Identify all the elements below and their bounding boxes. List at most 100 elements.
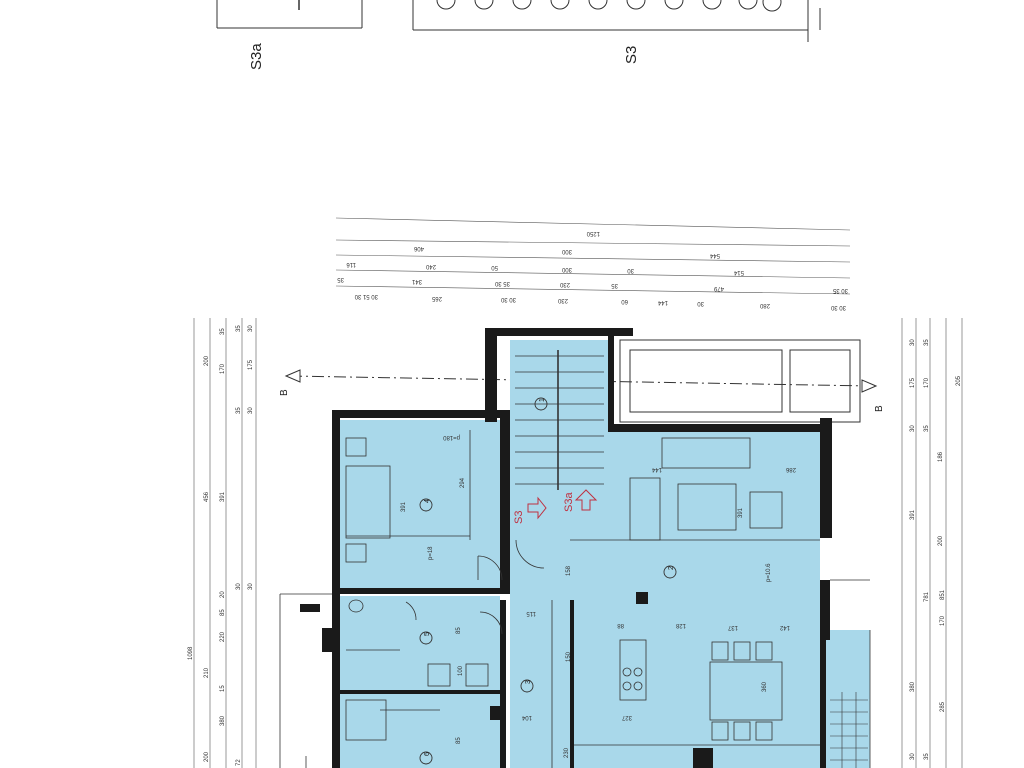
room-dim-13: 128 (675, 622, 686, 628)
right-dimension-texts: 205 851 170 285 175 170 391 186 200 781 … (910, 339, 962, 760)
section-label-b-right: B (874, 405, 885, 412)
dim-left-inner-h: 15 (220, 685, 226, 692)
dim-row4-b: 341 (411, 278, 422, 284)
interior-lines (279, 430, 871, 768)
dim-right-outer: 205 (956, 375, 962, 386)
left-dimension-chains (193, 318, 257, 768)
dim-row3-e: 30 (627, 267, 634, 273)
dim-right-edge-c: 30 (910, 425, 916, 432)
room-dim-5: 115 (526, 610, 536, 616)
dim-left-edge-d: 30 (248, 407, 254, 414)
dim-row4-d: 230 (559, 281, 570, 287)
room-fills (340, 340, 870, 768)
room-dim-17: 85 (456, 737, 462, 744)
dim-row5-b: 265 (431, 295, 442, 301)
dim-row4-a: 35 (337, 276, 344, 282)
dim-row3-a: 116 (346, 261, 356, 267)
room-dim-18: 230 (564, 747, 570, 758)
dim-left-mid-a: 456 (204, 491, 210, 502)
dim-right-inner-g: 380 (910, 681, 916, 692)
room-2-fill (570, 430, 820, 600)
dim-row3-c: 50 (491, 264, 498, 270)
dim-left-edge-h: 72 (236, 759, 242, 766)
dim-left-edge-g: 30 (248, 583, 254, 590)
room-3-fill (510, 600, 570, 768)
dim-row5-a: 30 51 30 (354, 293, 378, 299)
stair-step-circles (436, 0, 782, 12)
dim-row5-i: 30 30 (830, 304, 846, 310)
stair-treads (515, 350, 604, 490)
room-dim-0: 391 (401, 501, 407, 512)
hall-fill (510, 540, 570, 600)
dim-right-edge-d: 35 (924, 425, 930, 432)
top-dimension-chains (335, 217, 851, 295)
dim-right-inner-c: 391 (910, 509, 916, 520)
room-circle-6 (419, 751, 433, 765)
section-arrow-left (284, 369, 301, 383)
stair-arrow-down-icon (527, 496, 547, 520)
room-number-5: 5 (424, 632, 431, 636)
room-circle-4 (419, 498, 433, 512)
dim-row5-c: 30 30 (500, 296, 516, 302)
dim-right-mid-b: 170 (940, 615, 946, 626)
kitchen-fill (570, 600, 820, 768)
room-dim-2: 391 (738, 507, 744, 518)
dim-row3-f: 514 (733, 269, 744, 275)
room-4-fill (340, 420, 506, 588)
room-dim-3: 144 (651, 466, 662, 472)
room-circle-3 (520, 679, 534, 693)
room-dim-6: 158 (566, 565, 572, 576)
room-circle-5 (419, 631, 433, 645)
dim-row4-c: 35 30 (494, 280, 510, 286)
dim-row5-g: 30 (697, 300, 704, 306)
stair-section-marks: S3 S3a (513, 489, 598, 524)
right-dimension-chains (901, 318, 963, 768)
dim-row2-a: 406 (413, 245, 424, 251)
room-dim-10: 327 (621, 714, 632, 720)
dim-right-inner-d: 186 (938, 451, 944, 462)
dim-row5-f: 144 (657, 299, 668, 305)
furniture (345, 437, 783, 741)
room-number-2: 2 (668, 566, 675, 570)
room-number-texts: 1 2 3 4 5 6 (424, 398, 675, 756)
sink-right (465, 663, 489, 687)
stair-label-s3: S3 (513, 511, 525, 524)
bed-room-6 (345, 699, 387, 741)
dim-left-inner-c: 170 (220, 363, 226, 374)
room-dim-16: 104 (521, 714, 532, 720)
stair-arrow-up-icon (574, 489, 598, 511)
dim-row5-h: 280 (759, 302, 770, 308)
dim-right-edge-a: 30 (910, 339, 916, 346)
room-number-4: 4 (424, 499, 431, 503)
room-number-circles (419, 397, 677, 765)
dim-row4-e: 35 (611, 282, 618, 288)
dim-right-mid-c: 285 (940, 701, 946, 712)
dim-left-outer: 1098 (188, 646, 194, 660)
sideboard (661, 437, 751, 469)
dim-right-inner-a: 175 (910, 377, 916, 388)
room-number-6: 6 (424, 752, 431, 756)
dim-row4-g: 30 35 (832, 287, 848, 293)
room-dim-14: 88 (617, 622, 624, 628)
room-number-3: 3 (525, 680, 532, 684)
room-dim-19: p=180 (442, 434, 460, 440)
dim-right-mid-a: 851 (940, 589, 946, 600)
dim-row3-d: 300 (561, 266, 572, 272)
dim-left-inner-e: 85 (220, 609, 226, 616)
dim-left-inner-a: 200 (204, 355, 210, 366)
room-dim-15: 150 (566, 651, 572, 662)
sofa (629, 477, 661, 541)
interior-dimension-texts: 391 294 391 144 286 115 158 100 85 360 3… (401, 434, 796, 758)
dim-row4-f: 479 (713, 285, 724, 291)
room-dim-9: 360 (762, 681, 768, 692)
dim-right-inner-f: 781 (924, 591, 930, 602)
dim-left-edge-f: 35 (236, 407, 242, 414)
walls (300, 328, 832, 768)
armchair (749, 491, 783, 529)
dim-row5-e: 60 (621, 298, 628, 304)
room-dim-12: 137 (727, 624, 738, 630)
dim-left-mid-b: 210 (204, 667, 210, 678)
dim-left-inner-g: 220 (220, 631, 226, 642)
balcony-outline (619, 339, 861, 423)
